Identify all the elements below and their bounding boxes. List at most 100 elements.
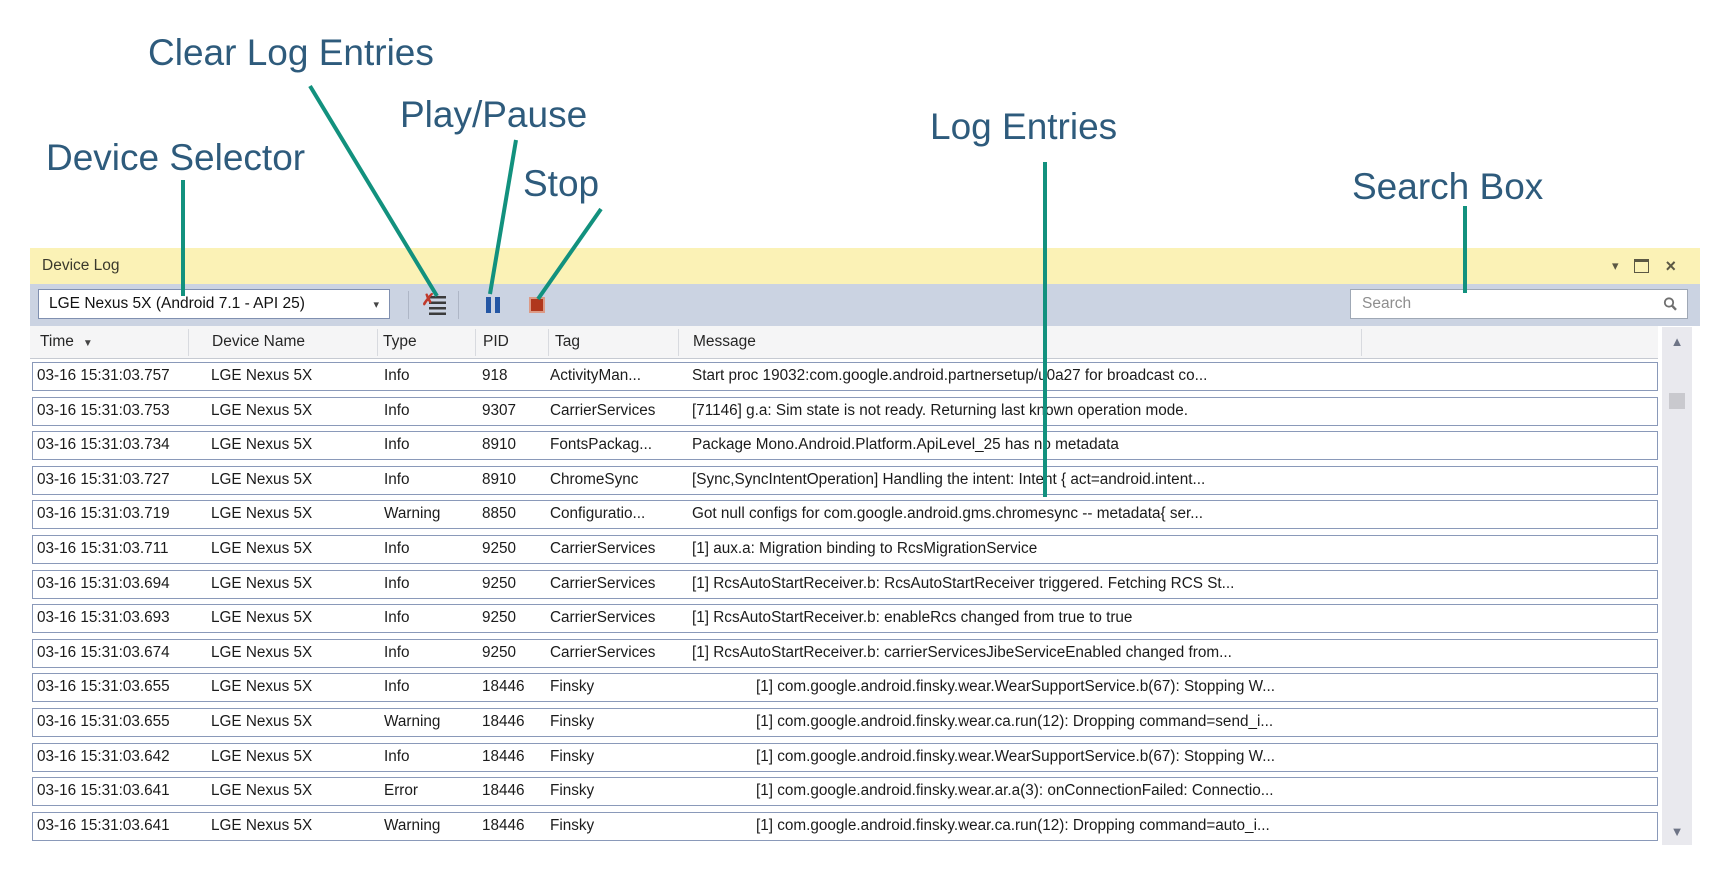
log-cell-time: 03-16 15:31:03.753 [37,401,170,419]
log-cell-tag: FontsPackag... [550,436,653,454]
log-cell-tag: Finsky [550,747,595,765]
play-pause-button[interactable] [478,290,508,320]
log-cell-tag: CarrierServices [550,401,656,419]
annotation-search-box: Search Box [1352,166,1544,207]
maximize-icon[interactable] [1634,256,1650,276]
annotation-stop: Stop [523,163,600,204]
log-row[interactable]: 03-16 15:31:03.757 LGE Nexus 5X Info 918… [32,362,1658,391]
log-row[interactable]: 03-16 15:31:03.655 LGE Nexus 5X Warning … [32,707,1658,737]
log-cell-message: [1] RcsAutoStartReceiver.b: enableRcs ch… [692,609,1133,627]
column-separator[interactable] [475,329,476,356]
column-header-time[interactable]: Time▼ [40,333,93,350]
log-row[interactable]: 03-16 15:31:03.693 LGE Nexus 5X Info 925… [32,604,1658,634]
log-cell-tag: Finsky [550,678,595,696]
log-cell-device-name: LGE Nexus 5X [211,609,313,627]
log-row[interactable]: 03-16 15:31:03.727 LGE Nexus 5X Info 891… [32,465,1658,495]
log-cell-device-name: LGE Nexus 5X [211,505,313,523]
window-controls: ▾ × [1612,256,1688,276]
log-cell-time: 03-16 15:31:03.719 [37,505,170,523]
log-cell-type: Info [384,574,410,592]
log-row[interactable]: 03-16 15:31:03.642 LGE Nexus 5X Info 184… [32,742,1658,772]
annotation-device-selector: Device Selector [46,137,306,178]
log-row[interactable]: 03-16 15:31:03.641 LGE Nexus 5X Warning … [32,811,1658,841]
log-row[interactable]: 03-16 15:31:03.753 LGE Nexus 5X Info 930… [32,396,1658,426]
log-cell-pid: 8910 [482,436,517,454]
search-icon [1663,297,1677,311]
log-cell-device-name: LGE Nexus 5X [211,782,313,800]
log-cell-message: Got null configs for com.google.android.… [692,505,1203,523]
device-selector-value: LGE Nexus 5X (Android 7.1 - API 25) [49,295,305,312]
search-box[interactable] [1350,289,1688,319]
log-cell-message: [71146] g.a: Sim state is not ready. Ret… [692,401,1189,419]
toolbar-separator [408,291,409,319]
log-table-header: Time▼ Device Name Type PID Tag Message [30,326,1658,359]
clear-log-entries-button[interactable]: ✗ [422,290,452,320]
log-cell-time: 03-16 15:31:03.655 [37,678,170,696]
column-separator[interactable] [377,329,378,356]
log-cell-tag: ChromeSync [550,470,639,488]
log-cell-message: Start proc 19032:com.google.android.part… [692,367,1208,384]
log-cell-device-name: LGE Nexus 5X [211,678,313,696]
log-cell-type: Warning [384,505,441,523]
log-row[interactable]: 03-16 15:31:03.655 LGE Nexus 5X Info 184… [32,673,1658,703]
stop-button[interactable] [522,290,552,320]
log-cell-pid: 9250 [482,609,517,627]
column-separator[interactable] [548,329,549,356]
log-cell-tag: CarrierServices [550,574,656,592]
toolbar-separator [458,291,459,319]
scroll-up-icon[interactable]: ▲ [1670,333,1684,349]
column-separator[interactable] [1361,329,1362,356]
column-separator[interactable] [678,329,679,356]
log-cell-type: Info [384,678,410,696]
log-row[interactable]: 03-16 15:31:03.641 LGE Nexus 5X Error 18… [32,777,1658,807]
column-header-pid[interactable]: PID [483,333,509,350]
log-cell-pid: 18446 [482,816,525,834]
vertical-scrollbar[interactable]: ▲ ▼ [1662,327,1692,845]
log-cell-message: [1] com.google.android.finsky.wear.WearS… [756,678,1275,696]
scrollbar-thumb[interactable] [1669,393,1685,409]
log-cell-device-name: LGE Nexus 5X [211,470,313,488]
log-cell-device-name: LGE Nexus 5X [211,539,313,557]
log-cell-pid: 8910 [482,470,517,488]
log-row[interactable]: 03-16 15:31:03.734 LGE Nexus 5X Info 891… [32,431,1658,461]
log-row[interactable]: 03-16 15:31:03.719 LGE Nexus 5X Warning … [32,500,1658,530]
log-cell-type: Warning [384,816,441,834]
device-selector-dropdown[interactable]: LGE Nexus 5X (Android 7.1 - API 25) ▾ [38,289,390,319]
close-icon[interactable]: × [1665,256,1676,276]
log-row[interactable]: 03-16 15:31:03.711 LGE Nexus 5X Info 925… [32,534,1658,564]
window-titlebar[interactable]: Device Log ▾ × [30,248,1700,284]
column-header-tag[interactable]: Tag [555,333,580,350]
log-cell-type: Warning [384,712,441,730]
column-header-type[interactable]: Type [383,333,417,350]
search-input[interactable] [1360,294,1662,314]
log-row[interactable]: 03-16 15:31:03.694 LGE Nexus 5X Info 925… [32,569,1658,599]
maximize-glyph [1634,259,1650,273]
log-cell-type: Info [384,609,410,627]
log-cell-message: [1] com.google.android.finsky.wear.ca.ru… [756,712,1274,730]
log-cell-message: [1] com.google.android.finsky.wear.ar.a(… [756,782,1274,800]
log-cell-time: 03-16 15:31:03.727 [37,470,170,488]
log-cell-time: 03-16 15:31:03.641 [37,816,170,834]
log-cell-pid: 18446 [482,782,525,800]
log-row[interactable]: 03-16 15:31:03.674 LGE Nexus 5X Info 925… [32,638,1658,668]
column-header-device-name[interactable]: Device Name [212,333,306,350]
log-cell-tag: CarrierServices [550,643,656,661]
window-title: Device Log [42,257,120,274]
scroll-down-icon[interactable]: ▼ [1670,823,1684,839]
log-cell-message: Package Mono.Android.Platform.ApiLevel_2… [692,436,1119,454]
log-cell-time: 03-16 15:31:03.711 [37,539,169,557]
log-cell-time: 03-16 15:31:03.694 [37,574,170,592]
log-cell-message: [1] com.google.android.finsky.wear.WearS… [756,747,1275,765]
log-cell-pid: 918 [482,367,508,384]
log-cell-time: 03-16 15:31:03.642 [37,747,170,765]
toolbar: LGE Nexus 5X (Android 7.1 - API 25) ▾ ✗ [30,284,1700,326]
column-header-message[interactable]: Message [693,333,756,350]
annotation-log-entries: Log Entries [930,106,1118,147]
log-cell-pid: 18446 [482,747,525,765]
log-entries-list: 03-16 15:31:03.757 LGE Nexus 5X Info 918… [32,362,1658,846]
column-separator[interactable] [188,329,189,356]
window-menu-icon[interactable]: ▾ [1611,258,1619,273]
log-cell-time: 03-16 15:31:03.641 [37,782,170,800]
log-cell-pid: 18446 [482,712,525,730]
log-cell-tag: CarrierServices [550,609,656,627]
